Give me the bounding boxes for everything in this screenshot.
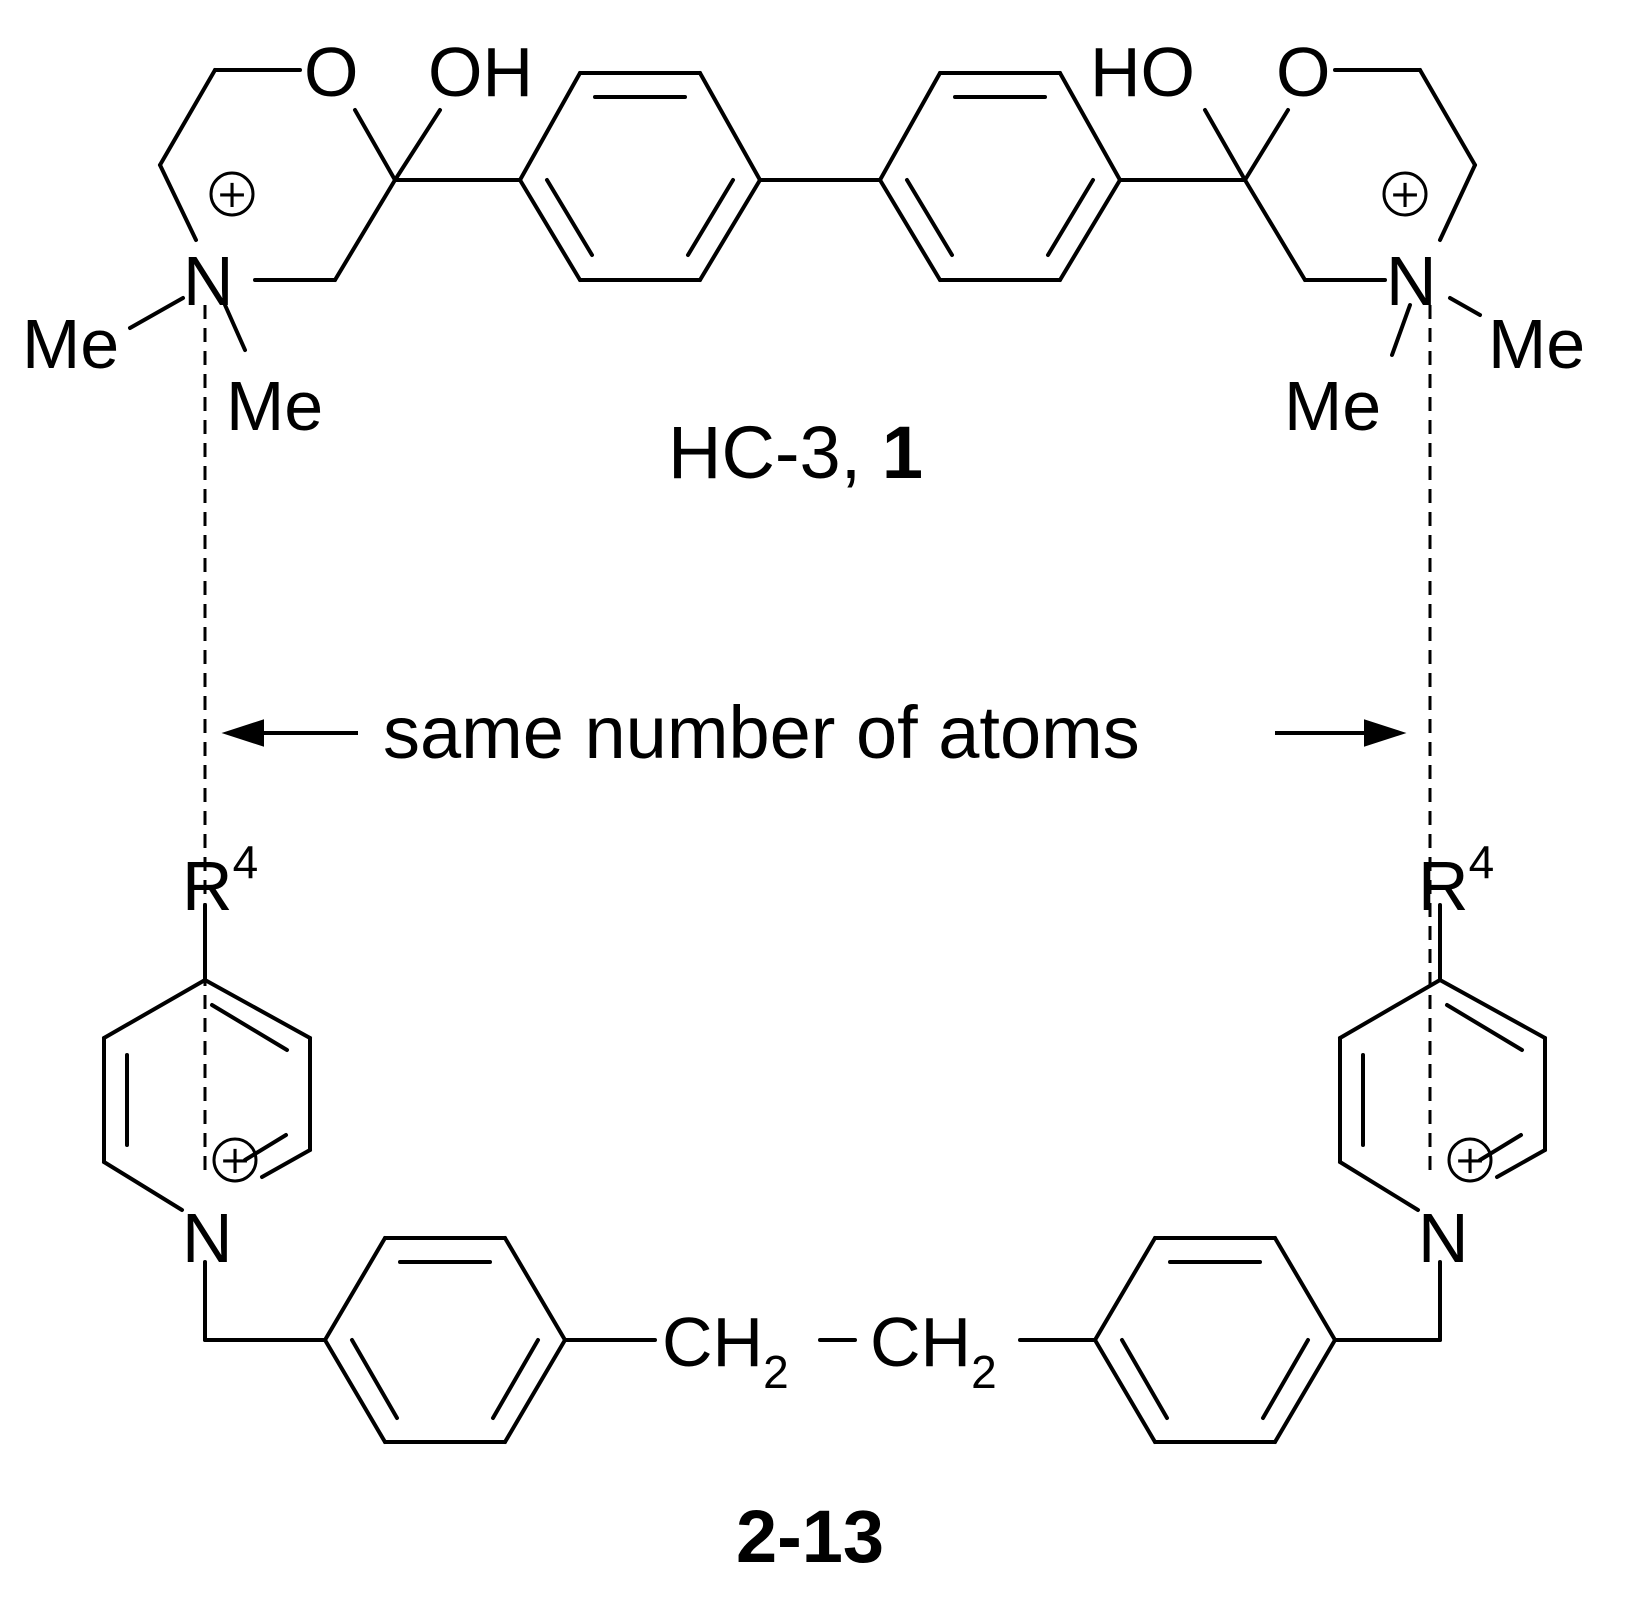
atom-ch2-left: CH2 — [662, 1303, 789, 1398]
plus-charge-circle — [212, 1137, 258, 1183]
arrows — [221, 719, 1407, 747]
atom-n-right: N — [1386, 242, 1437, 320]
atom-ho-right: HO — [1090, 33, 1195, 111]
atom-n-pyridinium-right: N — [1418, 1199, 1469, 1277]
plus-charge-circle — [209, 171, 255, 217]
atom-me-right-2: Me — [1284, 367, 1381, 445]
atom-me-right-1: Me — [1488, 305, 1585, 383]
bond-lines — [102, 68, 1547, 1444]
atom-me-left-1: Me — [22, 305, 119, 383]
plus-charge-circle — [1447, 1137, 1493, 1183]
left-arrow-head — [221, 719, 264, 747]
plus-sign: + — [219, 1138, 251, 1182]
right-arrow-head — [1364, 719, 1407, 747]
atom-r-left: R4 — [182, 836, 258, 925]
atom-oh-left: OH — [428, 33, 533, 111]
plus-sign: + — [216, 172, 248, 216]
plus-sign: + — [1454, 1138, 1486, 1182]
charge-signs: + + + + — [216, 172, 1486, 1182]
atom-n-left: N — [183, 242, 234, 320]
charges — [209, 171, 1493, 1183]
atom-labels: O OH N Me Me HO O N Me Me R4 R4 N N CH2 … — [22, 33, 1585, 1398]
atom-o-left: O — [304, 33, 358, 111]
atom-n-pyridinium-left: N — [182, 1199, 233, 1277]
atom-o-right: O — [1276, 33, 1330, 111]
atom-ch2-right: CH2 — [870, 1303, 997, 1398]
top-compound-label: HC-3, 1 — [668, 411, 923, 494]
atom-count-note: same number of atoms — [383, 691, 1140, 774]
atom-me-left-2: Me — [226, 367, 323, 445]
plus-sign: + — [1389, 172, 1421, 216]
dashed-guides — [203, 305, 1432, 1175]
plus-charge-circle — [1382, 171, 1428, 217]
atom-r-right: R4 — [1418, 836, 1494, 925]
bottom-compound-label: 2-13 — [736, 1495, 884, 1578]
